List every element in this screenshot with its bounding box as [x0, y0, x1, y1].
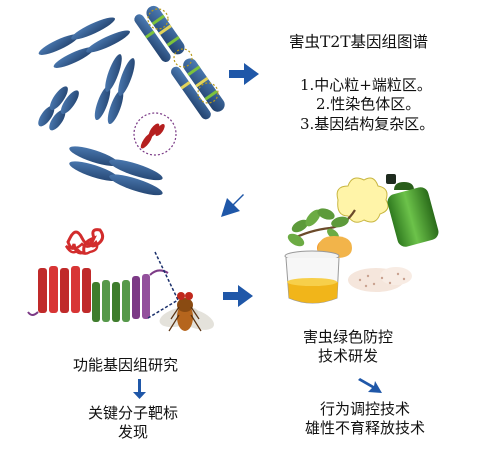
arrow-right-icon: [229, 63, 259, 85]
target-discovery-line2: 发现: [117, 423, 148, 441]
chromosome-pair: [94, 54, 122, 121]
protein-coil: [64, 239, 99, 255]
chromosome-pair: [107, 58, 135, 125]
arrow-down-left-icon: [221, 194, 244, 217]
centromere-highlight: [173, 48, 193, 68]
genome-item-3: 3.基因结构复杂区。: [300, 115, 435, 133]
green-control-title-line1: 害虫绿色防控: [302, 328, 393, 346]
sex-chromosome-highlight: [133, 112, 177, 156]
helix-bundle-purple: [132, 274, 150, 319]
chromosome-pair: [38, 17, 115, 55]
sex-chromosome: [140, 123, 160, 149]
arrow-down-icon: [133, 379, 146, 399]
spray-can-icon: [386, 174, 439, 247]
functional-genomics-title: 功能基因组研究: [73, 356, 179, 374]
arrow-right-icon: [223, 285, 253, 307]
chromosome-pair: [69, 146, 163, 181]
membrane-protein-illustration: [27, 228, 179, 322]
spray-cloud-icon: [336, 177, 389, 223]
helix-bundle-red: [38, 266, 91, 313]
chromosome-pair: [69, 161, 163, 196]
genome-panel-title: 害虫T2T基因组图谱: [289, 33, 429, 51]
chromosome-pair: [49, 90, 79, 131]
genome-item-2: 2.性染色体区。: [316, 95, 421, 113]
chromosome-pair: [53, 30, 130, 68]
sterile-male-release-tech: 雄性不育释放技术: [304, 419, 425, 437]
target-discovery-line1: 关键分子靶标: [87, 404, 178, 422]
fruit-fly-icon: [159, 292, 215, 332]
larvae-icon: [348, 267, 412, 292]
telomere-highlight: [197, 82, 219, 104]
banded-chromosome: [146, 5, 225, 112]
telomere-highlight: [147, 8, 169, 30]
green-control-title-line2: 技术研发: [317, 347, 378, 365]
spray-illustration: [336, 174, 439, 247]
helix-bundle-green: [92, 280, 130, 322]
chromosome-pair: [38, 86, 68, 127]
sex-chromosome: [155, 124, 165, 136]
genome-item-1: 1.中心粒+端粒区。: [300, 76, 432, 94]
chromosome-cluster: [38, 5, 225, 196]
insect-trap-icon: [284, 250, 340, 304]
banded-chromosome: [134, 14, 211, 120]
behavior-control-tech: 行为调控技术: [319, 400, 410, 418]
arrow-down-right-icon: [358, 378, 382, 393]
